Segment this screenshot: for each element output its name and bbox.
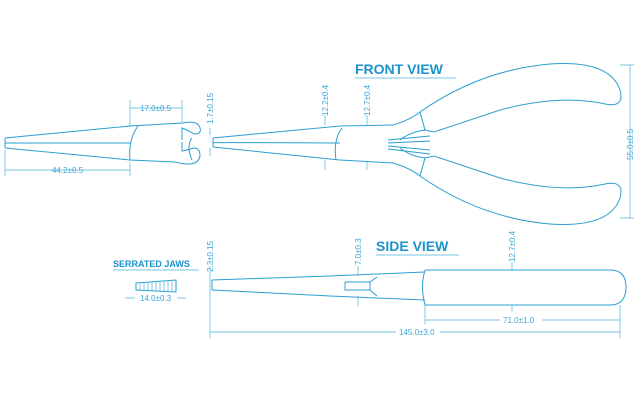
- nose-length-dim: 44.2±0.5: [52, 166, 84, 175]
- serrated-jaws-shape: [125, 279, 186, 299]
- handle-thickness-dim: 12.7±0.4: [508, 230, 517, 262]
- overall-length-dim: 145.0±3.0: [399, 328, 435, 337]
- handle-span-dim: 55.0±0.5: [626, 128, 635, 160]
- width-a-dim: 12.2±0.4: [321, 84, 330, 116]
- joint-thickness-dim: 7.0±0.3: [354, 238, 363, 265]
- jaw-length-dim: 17.0±0.5: [140, 104, 172, 113]
- handle-length-dim: 71.0±1.0: [503, 316, 535, 325]
- front-view-title: FRONT VIEW: [355, 61, 444, 77]
- tip-width-front-dim: 1.7±0.15: [206, 92, 215, 124]
- serrated-jaws-title: SERRATED JAWS: [113, 259, 190, 269]
- side-view-title: SIDE VIEW: [376, 238, 449, 254]
- front-view-pliers: [212, 63, 634, 225]
- width-b-dim: 12.7±0.4: [363, 84, 372, 116]
- serration-length-dim: 14.0±0.3: [140, 294, 172, 303]
- tip-thickness-side-dim: 2.3±0.15: [206, 240, 215, 272]
- nose-detail: [4, 100, 211, 176]
- side-view-pliers: [209, 262, 627, 338]
